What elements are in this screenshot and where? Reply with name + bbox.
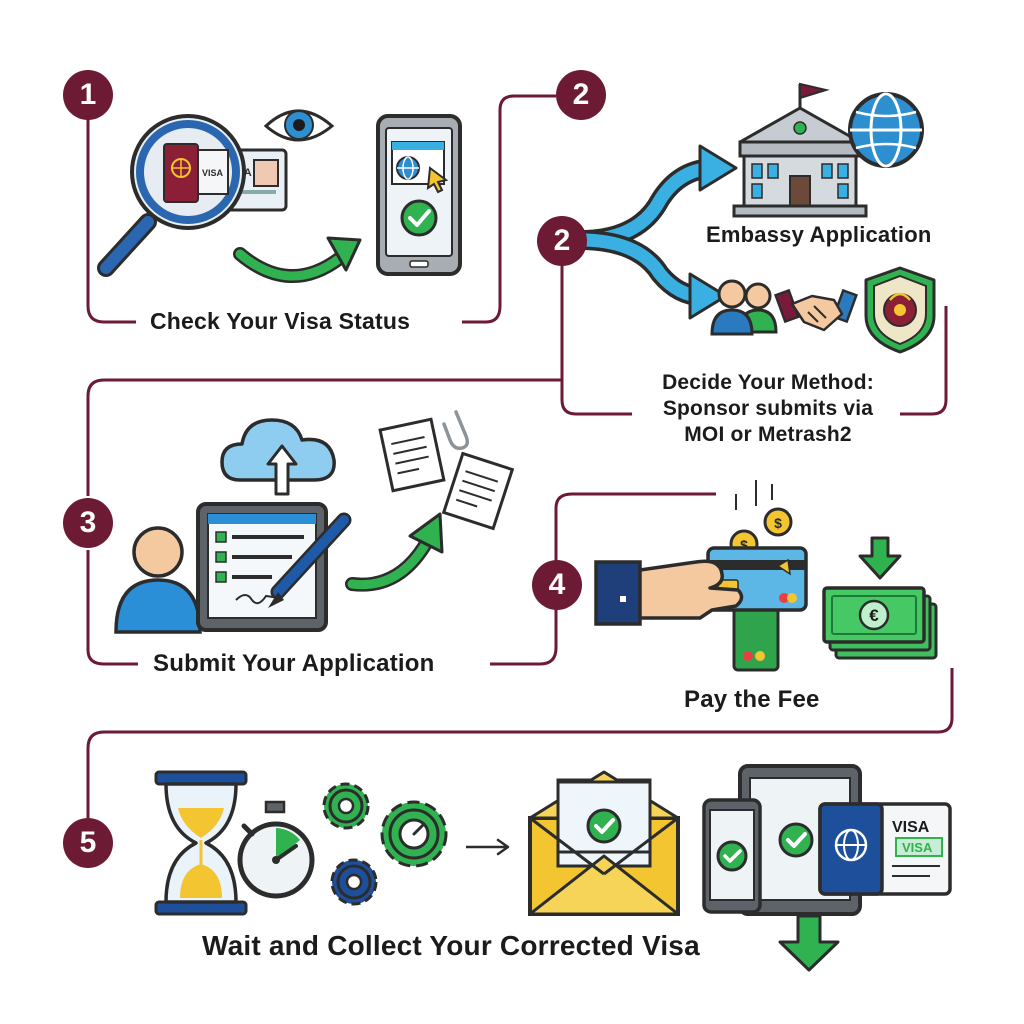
step-badge-2-branch: 2 [537,216,587,266]
passport-icon [163,143,199,203]
visa-stamp: VISA [902,840,933,855]
tablet-form-icon [196,502,328,632]
hourglass-icon [154,770,248,916]
step4-label: Pay the Fee [684,686,820,713]
connector-step3 [86,550,138,666]
connector-step4-up [554,492,716,564]
branch-arrows [576,144,738,320]
svg-text:$: $ [740,537,748,553]
connector-fee-right [86,668,954,818]
step1-label: Check Your Visa Status [150,308,411,334]
shield-emblem-icon [864,266,936,354]
step3-label: Submit Your Application [153,650,435,677]
right-arrow-icon [466,838,510,856]
paperclip-icon [442,410,470,451]
handshake-icon [774,288,858,332]
curved-arrow-icon [345,512,444,592]
gear-icon [380,800,448,868]
step2-method-label: Decide Your Method: Sponsor submits via … [662,371,874,446]
gear-icon [330,858,378,906]
step-badge-1: 1 [63,70,113,120]
connector-step1-to-2 [462,94,556,324]
eye-icon [263,109,335,142]
connector-step3-to-4 [490,606,558,666]
svg-text:€: € [869,606,879,625]
step4-icons: $ $ € [594,480,938,672]
hand-icon [594,559,744,626]
connector-method-right [900,306,948,416]
connector-method-to-3 [86,378,562,496]
globe-icon [848,92,924,168]
documents-icon [378,410,515,531]
people-icon [710,279,778,336]
visa-card-icon: VISA VISA [818,802,952,896]
cloud-upload-icon [220,418,336,496]
visa-word: VISA [892,819,930,836]
globe-icon [396,156,420,180]
step5-label: Wait and Collect Your Corrected Visa [202,930,700,961]
magnifier-icon: VISA [97,114,246,277]
step-badge-3: 3 [63,498,113,548]
coins-icon: $ $ [729,480,793,559]
step-badge-2: 2 [556,70,606,120]
embassy-building-icon [732,82,868,218]
envelope-icon [528,770,680,916]
checkmark-icon [400,199,438,237]
down-arrow-icon [858,536,902,580]
step5-icons: VISA VISA [154,764,952,972]
connector-step1 [86,118,136,324]
stopwatch-icon [237,800,315,899]
embassy-application-label: Embassy Application [706,222,932,247]
flow-connectors [86,94,954,818]
phone-icon [376,114,462,276]
flag-icon [799,82,830,100]
step3-icons [114,410,515,634]
person-icon [114,526,202,634]
curved-arrow-icon [233,236,362,284]
svg-text:VISA: VISA [202,168,224,178]
step-badge-4: 4 [532,560,582,610]
banknotes-icon: € [822,586,938,660]
step-badge-5: 5 [63,818,113,868]
svg-text:$: $ [774,515,782,531]
down-arrow-icon [778,914,840,972]
cursor-icon [426,166,449,194]
gear-icon [322,782,370,830]
step1-icons: VISA VISA [97,109,462,284]
connector-step2-method [560,262,632,416]
pen-icon [268,512,352,608]
